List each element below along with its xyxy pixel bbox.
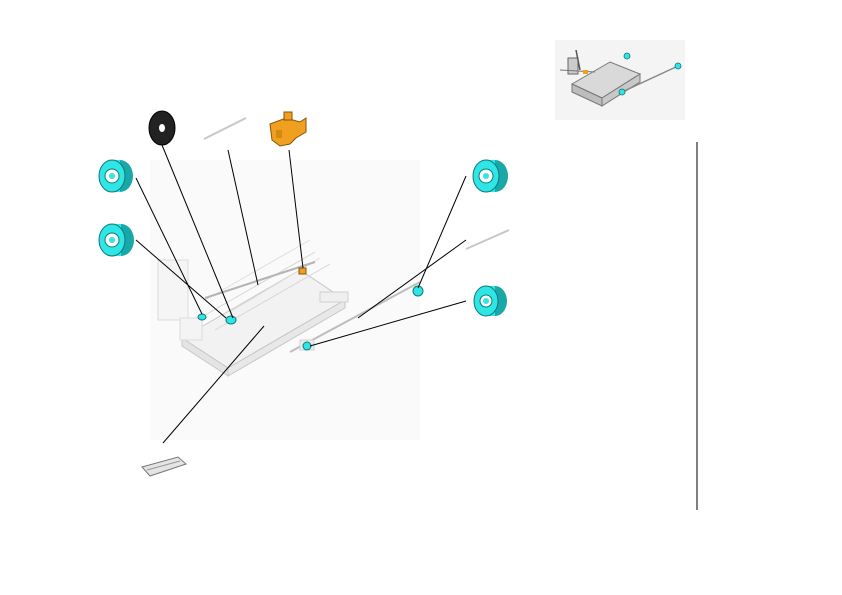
leader-lines — [135, 144, 467, 444]
frame-roller-small-2 — [225, 315, 237, 325]
bracket-icon — [269, 111, 307, 147]
assembly-icon — [555, 40, 685, 120]
plate-icon — [141, 456, 187, 477]
roller-icon — [472, 159, 508, 193]
frame-roller-small-3 — [412, 285, 424, 297]
roller-icon — [98, 223, 134, 257]
frame-roller-small-4 — [302, 341, 312, 351]
tray-frame-outline — [150, 160, 421, 440]
shaft-icon — [465, 229, 510, 250]
shaft-icon — [203, 117, 247, 140]
frame-roller-small-1 — [197, 313, 207, 321]
frame-bracket-small — [298, 267, 307, 275]
roller-icon — [98, 159, 133, 193]
disc-icon — [148, 110, 176, 146]
roller-icon — [473, 285, 507, 317]
